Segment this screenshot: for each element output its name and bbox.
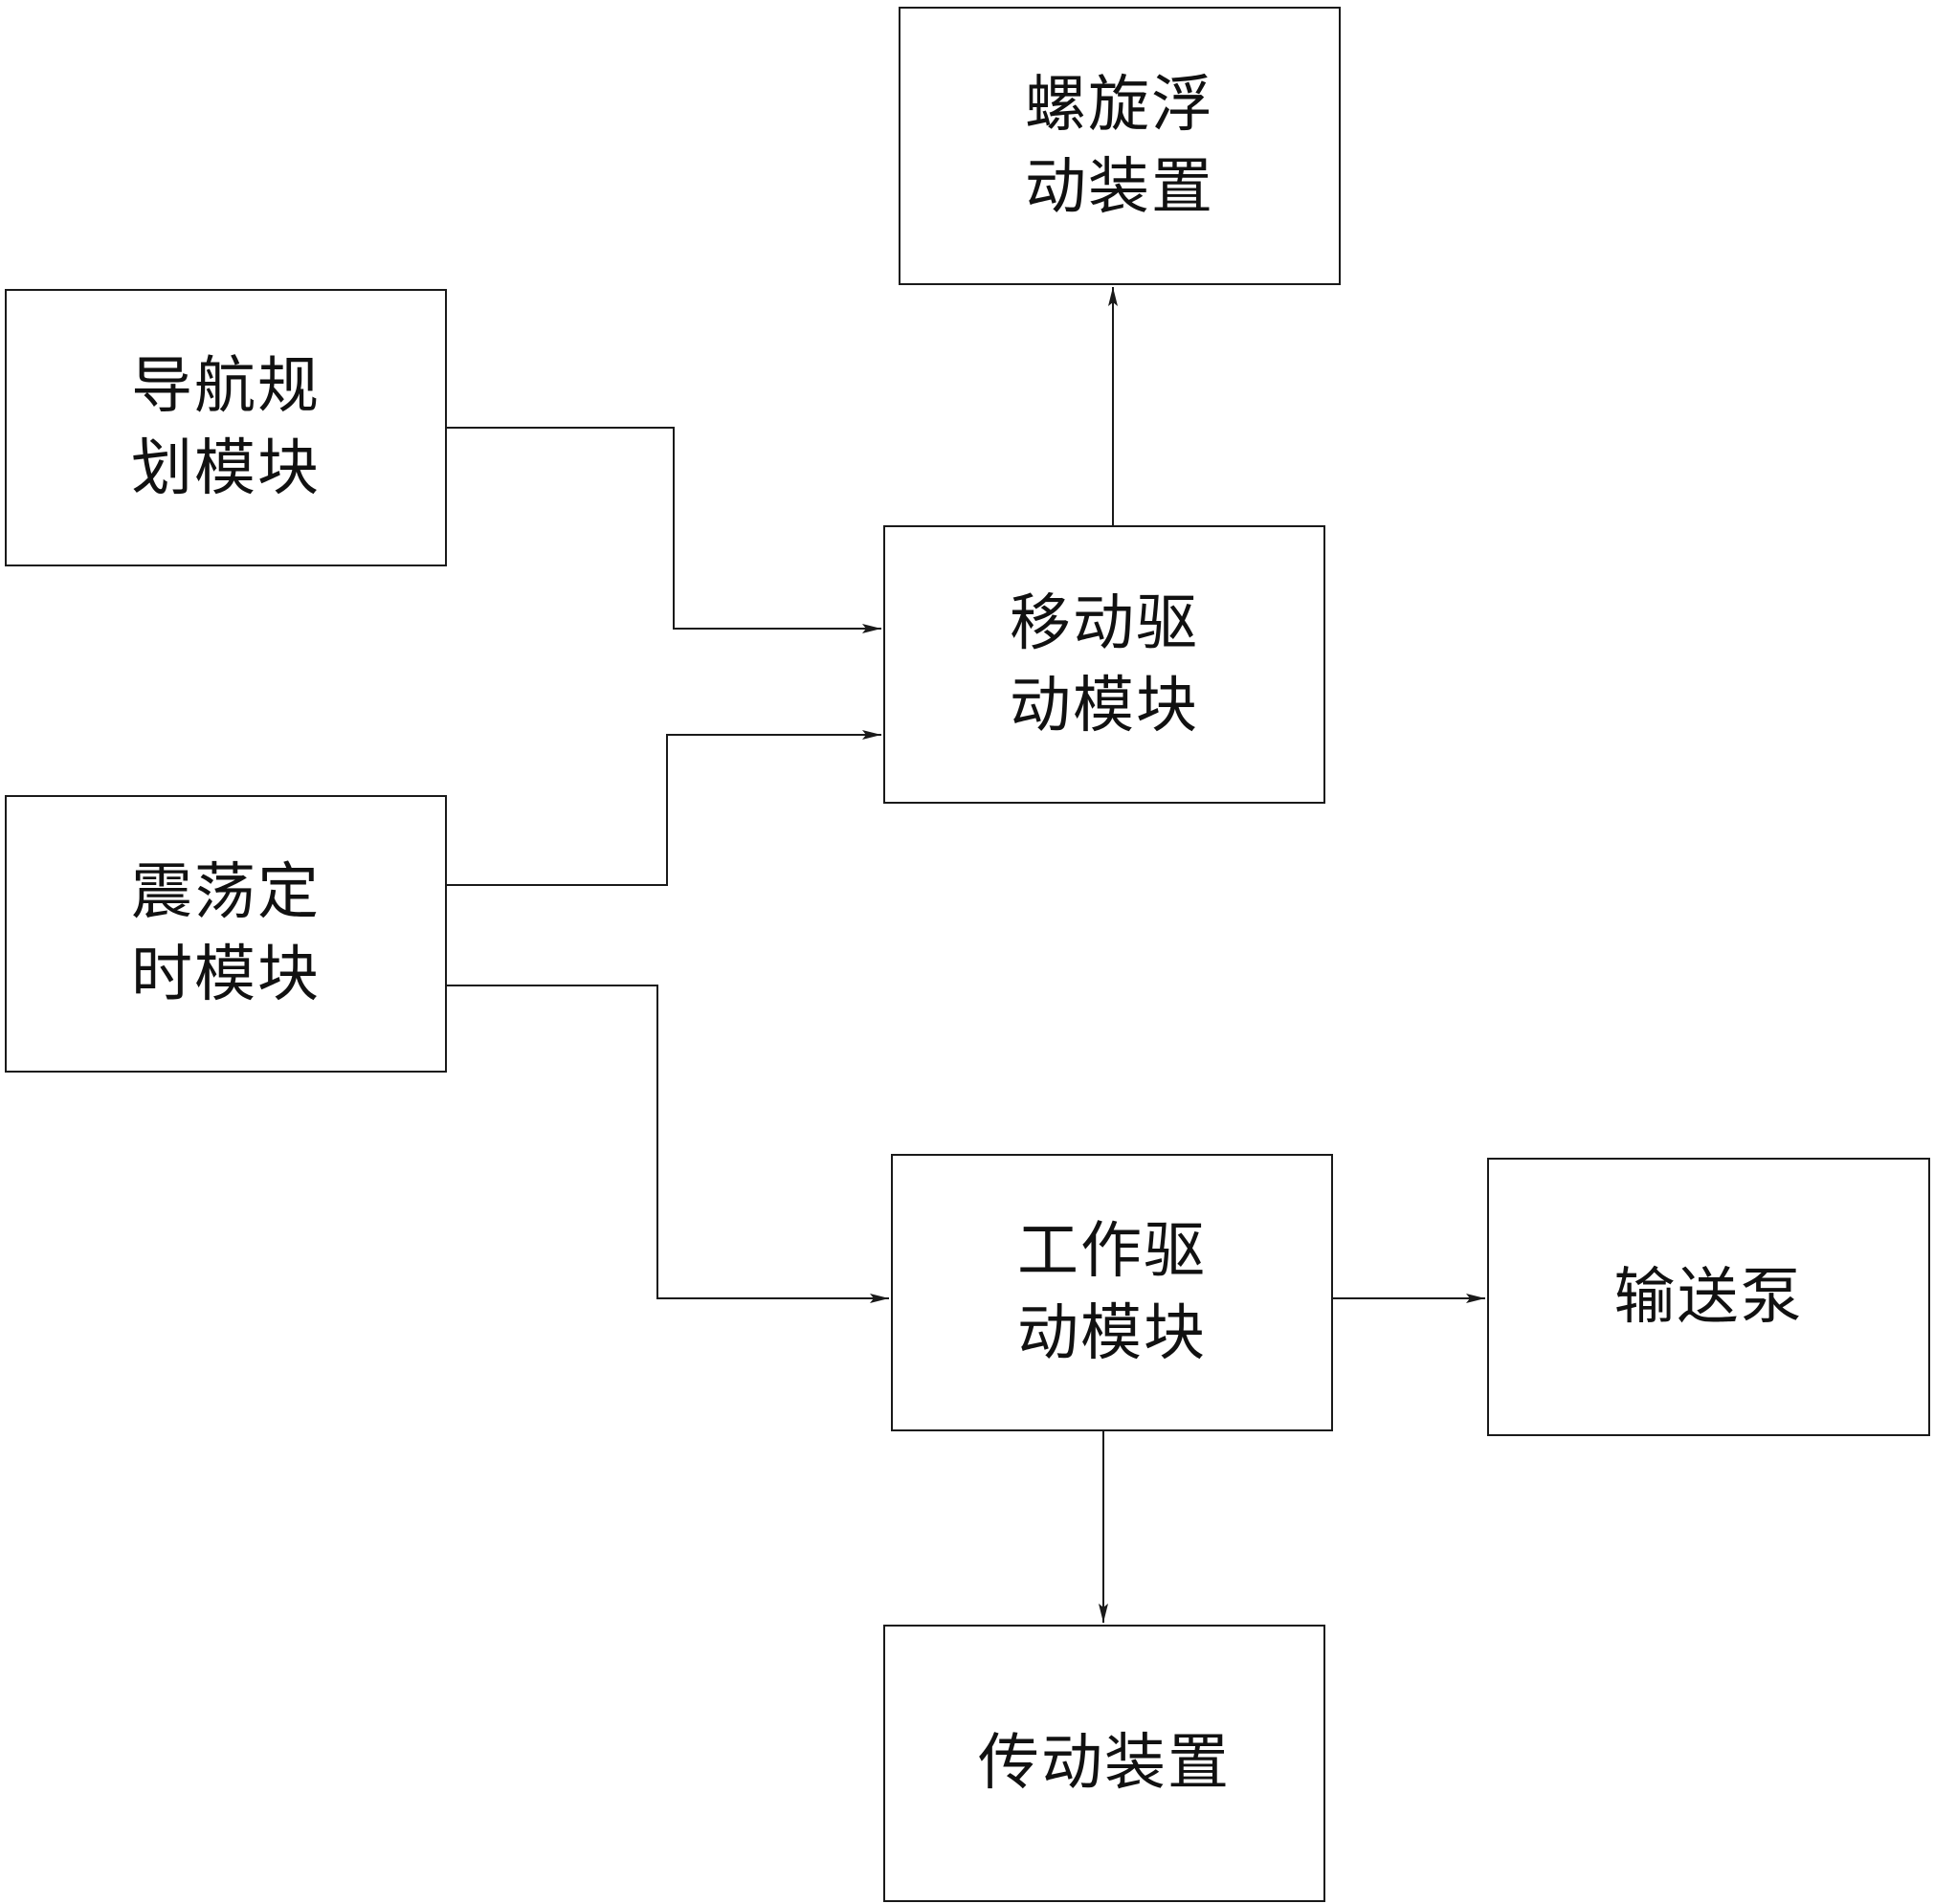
node-label-line-2: 动模块 — [1017, 1298, 1207, 1369]
node-label-line-2: 动模块 — [1010, 670, 1199, 742]
node-spiral-float-device: 螺旋浮 动装置 — [899, 7, 1341, 285]
node-work-drive-module: 工作驱 动模块 — [891, 1154, 1333, 1431]
node-transmission-device: 传动装置 — [883, 1625, 1325, 1902]
node-movement-drive-module: 移动驱 动模块 — [883, 525, 1325, 804]
edge-navigation-to-movement-drive — [447, 427, 881, 633]
node-label-line-1: 移动驱 — [1010, 587, 1199, 659]
node-label-line-1: 工作驱 — [1017, 1216, 1207, 1287]
node-label-line-1: 震荡定 — [131, 857, 321, 928]
node-label-line-1: 导航规 — [131, 351, 321, 422]
node-delivery-pump: 输送泵 — [1487, 1158, 1930, 1436]
node-label-line-2: 动装置 — [1025, 151, 1214, 223]
node-oscillation-timing-module: 震荡定 时模块 — [5, 795, 447, 1073]
node-navigation-planning-module: 导航规 划模块 — [5, 289, 447, 566]
edge-oscillation-to-movement-drive — [447, 730, 881, 886]
node-label-line-1: 输送泵 — [1613, 1261, 1804, 1333]
node-label-line-1: 传动装置 — [978, 1728, 1231, 1799]
edge-oscillation-to-work-drive — [447, 985, 889, 1303]
node-label-line-2: 划模块 — [131, 433, 321, 504]
node-label-line-2: 时模块 — [131, 940, 321, 1010]
node-label-line-1: 螺旋浮 — [1025, 69, 1214, 141]
